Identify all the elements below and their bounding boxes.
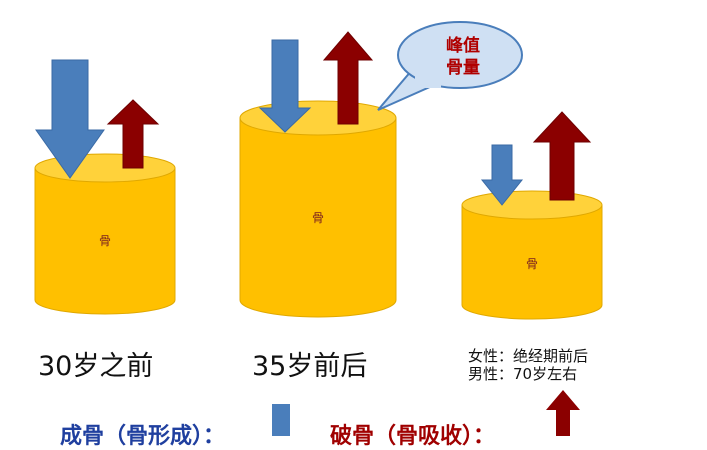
- cylinder-2-text: 骨: [312, 211, 324, 225]
- formation-arrow-3: [480, 144, 524, 206]
- bone-mass-diagram: 峰值 骨量 骨 骨 骨 30岁之前 35岁前后 女性：绝经期前后 男性：70岁左…: [34, 21, 603, 449]
- resorption-arrow-2: [322, 31, 374, 125]
- legend-formation: 成骨（骨形成）：: [60, 424, 226, 449]
- stage-label-35-around: 35岁前后: [252, 351, 368, 382]
- diagram-canvas: 峰值 骨量 骨 骨 骨: [34, 21, 603, 436]
- callout-line-1: 峰值: [446, 35, 480, 56]
- legend-formation-arrow: [272, 404, 290, 436]
- stage-label-30-before: 30岁之前: [38, 351, 154, 382]
- formation-arrow-2: [258, 39, 312, 133]
- cylinder-3-text: 骨: [526, 257, 538, 271]
- note-female: 女性：绝经期前后: [468, 347, 589, 365]
- legend-resorption-arrow: [546, 390, 580, 436]
- formation-arrow-1: [35, 59, 105, 179]
- callout-line-2: 骨量: [446, 57, 480, 78]
- menopause-note: 女性：绝经期前后 男性：70岁左右: [468, 347, 588, 383]
- resorption-arrow-1: [106, 99, 160, 169]
- legend-resorption: 破骨（骨吸收）：: [330, 424, 496, 449]
- cylinder-1-text: 骨: [99, 234, 111, 248]
- peak-bone-mass-callout: 峰值 骨量: [377, 21, 523, 111]
- cylinder-35-around: [239, 100, 397, 318]
- note-male: 男性：70岁左右: [468, 365, 578, 383]
- resorption-arrow-3: [532, 111, 592, 201]
- cylinder-later: [461, 190, 603, 320]
